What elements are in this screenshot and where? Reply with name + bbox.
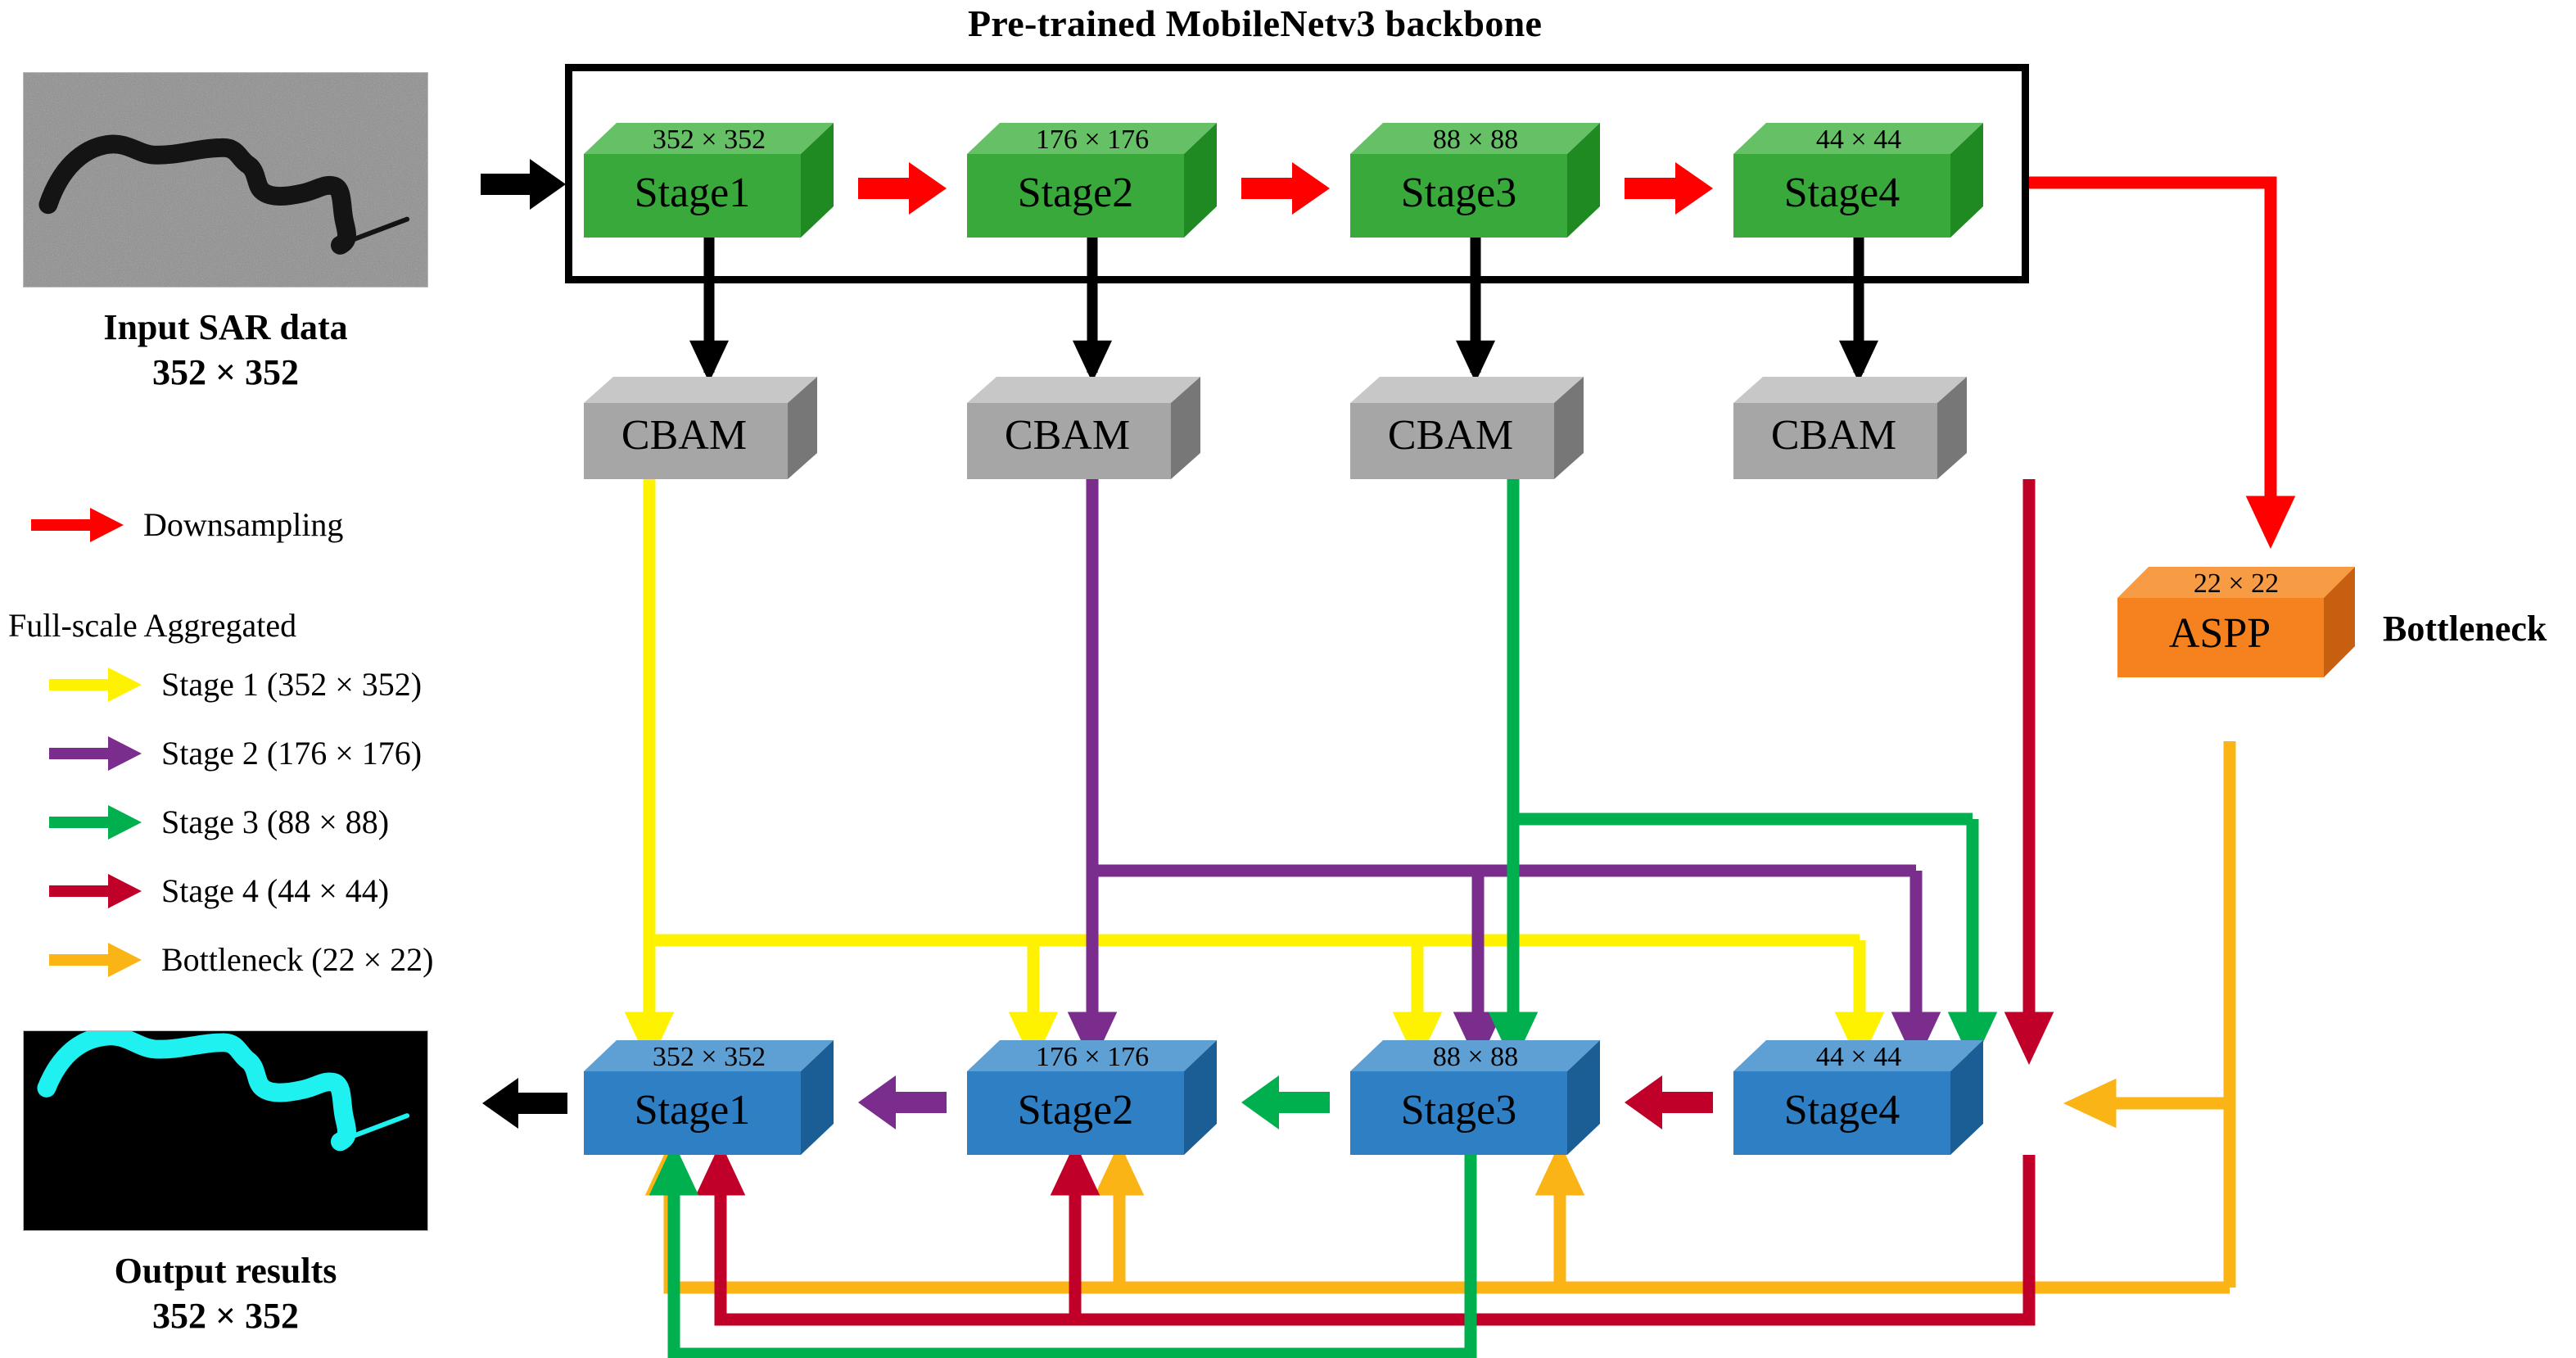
stage3-arrow-icon [49,804,142,840]
legend-stage-1: Stage 1 (352 × 352) [49,665,422,704]
encoder-stage-3[interactable]: 88 × 88 Stage3 [1350,123,1600,238]
cbam-block-1[interactable]: CBAM [584,377,817,479]
encoder-stage-4[interactable]: 44 × 44 Stage4 [1733,123,1983,238]
backbone-frame [565,64,2029,283]
decoder-stage-4[interactable]: 44 × 44 Stage4 [1733,1040,1983,1155]
decoder-stage-1[interactable]: 352 × 352 Stage1 [584,1040,834,1155]
downsample-to-aspp-wire [2027,176,2296,550]
stage1-aggregation-wires [624,479,1885,1066]
downsample-arrow-2 [1241,162,1330,215]
decoder-stage-3[interactable]: 88 × 88 Stage3 [1350,1040,1600,1155]
segmentation-mask-image [23,1030,428,1231]
legend-group-heading: Full-scale Aggregated [8,607,297,644]
legend-stage-3-label: Stage 3 (88 × 88) [161,803,390,840]
legend-stage-2-label: Stage 2 (176 × 176) [161,735,423,772]
legend-stage-4-label: Stage 4 (44 × 44) [161,872,390,909]
cbam-block-4[interactable]: CBAM [1733,377,1967,479]
legend-bottleneck-label: Bottleneck (22 × 22) [161,941,434,978]
downsampling-arrow-icon [31,507,124,542]
input-to-backbone-arrow [481,159,566,210]
input-caption-line1: Input SAR data [103,307,348,347]
aspp-bottleneck-block[interactable]: 22 × 22 ASPP [2117,567,2355,677]
legend-stage-2: Stage 2 (176 × 176) [49,734,422,772]
output-caption-line2: 352 × 352 [151,1296,300,1336]
input-caption: Input SAR data 352 × 352 [23,305,428,395]
upsample-arrow-stage3-to-stage2 [1241,1075,1330,1129]
legend-bottleneck: Bottleneck (22 × 22) [49,940,433,979]
legend-downsampling-label: Downsampling [143,506,344,543]
encoder-stage-1[interactable]: 352 × 352 Stage1 [584,123,834,238]
upsample-arrow-stage4-to-stage3 [1625,1075,1713,1129]
stage2-arrow-icon [49,736,142,771]
stage4-return-wires [695,1142,2036,1326]
input-caption-line2: 352 × 352 [151,352,300,392]
upsample-arrow-stage2-to-stage1 [858,1075,947,1129]
encoder-stage-2[interactable]: 176 × 176 Stage2 [967,123,1217,238]
output-caption-line1: Output results [114,1251,337,1291]
stage4-arrow-icon [49,873,142,908]
bottleneck-arrow-icon [49,942,142,977]
stage3-aggregation-wires [1488,479,1998,1066]
legend-downsampling: Downsampling [31,505,343,544]
downsample-arrow-3 [1625,162,1713,215]
legend-stage-3: Stage 3 (88 × 88) [49,803,389,841]
stage1-arrow-icon [49,667,142,702]
downsample-arrow-1 [858,162,947,215]
legend-stage-1-label: Stage 1 (352 × 352) [161,666,423,703]
sar-grayscale-image [23,72,428,287]
cbam-block-3[interactable]: CBAM [1350,377,1584,479]
bottleneck-aggregation-wires [644,741,2236,1294]
bottleneck-label: Bottleneck [2383,609,2547,649]
page-title: Pre-trained MobileNetv3 backbone [968,2,1543,44]
output-caption: Output results 352 × 352 [23,1248,428,1338]
encoder-to-cbam-links [689,238,1879,383]
decoder-to-output-arrow [482,1078,567,1129]
decoder-stage-2[interactable]: 176 × 176 Stage2 [967,1040,1217,1155]
stage3-return-wires [649,1142,1477,1358]
legend-stage-4: Stage 4 (44 × 44) [49,871,389,910]
cbam-block-2[interactable]: CBAM [967,377,1200,479]
stage2-aggregation-wires [1067,479,1941,1066]
